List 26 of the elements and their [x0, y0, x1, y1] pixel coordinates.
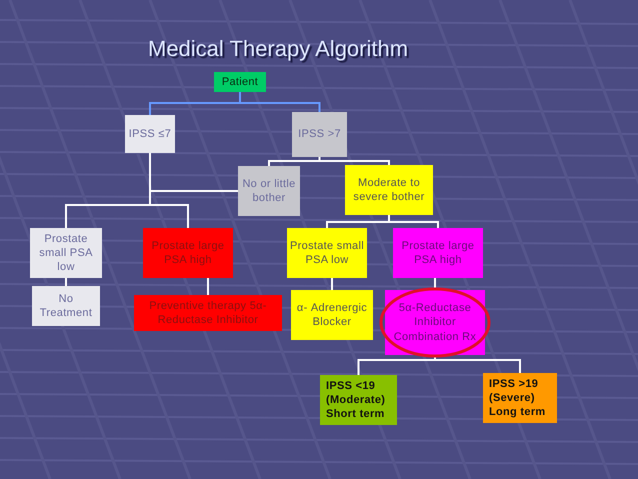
- process-box: Preventive therapy 5α-Reductase Inhibitor: [134, 295, 282, 331]
- connector-line: [150, 190, 238, 192]
- process-box: α- Adrenergic Blocker: [291, 290, 373, 340]
- connector-line: [268, 157, 320, 166]
- process-box: Prostate small PSA low: [30, 228, 102, 278]
- connector-line: [331, 278, 333, 290]
- start-box: Patient: [214, 72, 266, 92]
- process-box: No or little bother: [238, 166, 300, 216]
- process-box: IPSS <19 (Moderate) Short term: [320, 375, 397, 425]
- title: Medical Therapy Algorithm: [148, 36, 408, 62]
- connector-line: [149, 191, 189, 228]
- connector-line: [207, 278, 209, 295]
- connector-line: [434, 355, 521, 373]
- process-box: IPSS >7: [292, 112, 347, 157]
- process-box: 5α-Reductase Inhibitor Combination Rx: [385, 290, 485, 355]
- process-box: Moderate to severe bother: [345, 165, 433, 215]
- process-box: IPSS >19 (Severe) Long term: [483, 373, 557, 423]
- process-box: Prostate large PSA high: [143, 228, 233, 278]
- connector-line: [65, 278, 67, 286]
- process-box: Prostate small PSA low: [287, 228, 367, 278]
- connector-line: [239, 92, 320, 112]
- process-box: Prostate large PSA high: [393, 228, 483, 278]
- connector-line: [318, 157, 390, 165]
- process-box: No Treatment: [32, 286, 100, 326]
- connector-line: [149, 153, 151, 191]
- process-box: IPSS ≤7: [125, 115, 175, 153]
